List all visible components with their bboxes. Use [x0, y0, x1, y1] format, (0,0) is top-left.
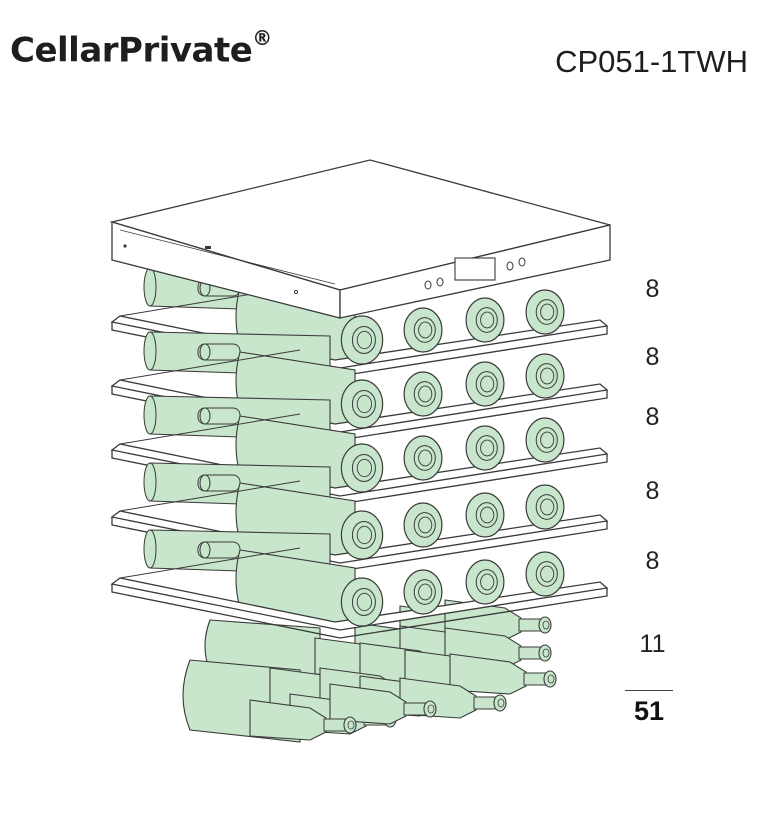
bottle-end: [403, 435, 443, 481]
total-divider: [625, 690, 673, 691]
bottom-count: 11: [639, 630, 666, 658]
bottle-end: [403, 371, 443, 417]
bottle-end: [340, 443, 384, 493]
shelf-count: 8: [645, 343, 660, 371]
registered-mark: ®: [252, 26, 272, 50]
brand-name: CellarPrivate: [10, 30, 253, 71]
control-button: [506, 261, 514, 271]
screw: [293, 289, 299, 295]
shelf-count: 8: [645, 547, 660, 575]
display-panel: [454, 257, 496, 281]
model-number: CP051-1TWH: [555, 44, 748, 79]
total-count: 51: [633, 696, 665, 726]
bottle-end: [340, 577, 384, 627]
bottle-end: [403, 502, 443, 548]
control-button: [436, 277, 444, 287]
bottle-end: [403, 569, 443, 615]
rack-shelf: [110, 529, 609, 639]
bottle: [249, 699, 357, 741]
bottle-end: [525, 417, 565, 463]
screw: [123, 244, 127, 248]
bottle-end: [525, 289, 565, 335]
control-button: [518, 257, 526, 267]
bottle-end: [465, 297, 505, 343]
shelf-count: 8: [645, 403, 660, 431]
shelf-count: 8: [645, 477, 660, 505]
brand-logo: CellarPrivate®: [10, 26, 272, 71]
bottle-end: [340, 315, 384, 365]
control-button: [424, 280, 432, 290]
bottle-end: [340, 379, 384, 429]
bottle-end: [465, 361, 505, 407]
bottle-end: [465, 425, 505, 471]
shelf-stack: [110, 267, 609, 639]
bottle-end: [465, 492, 505, 538]
bottle-end: [340, 510, 384, 560]
vent: [205, 246, 211, 249]
bottle-end: [525, 551, 565, 597]
bottle-end: [525, 484, 565, 530]
bottom-stack: [182, 599, 557, 743]
bottle: [329, 683, 437, 725]
bottle-end: [465, 559, 505, 605]
bottle-end: [403, 307, 443, 353]
bottle-end: [525, 353, 565, 399]
shelf-count: 8: [645, 275, 660, 303]
top-panel: [109, 159, 611, 319]
